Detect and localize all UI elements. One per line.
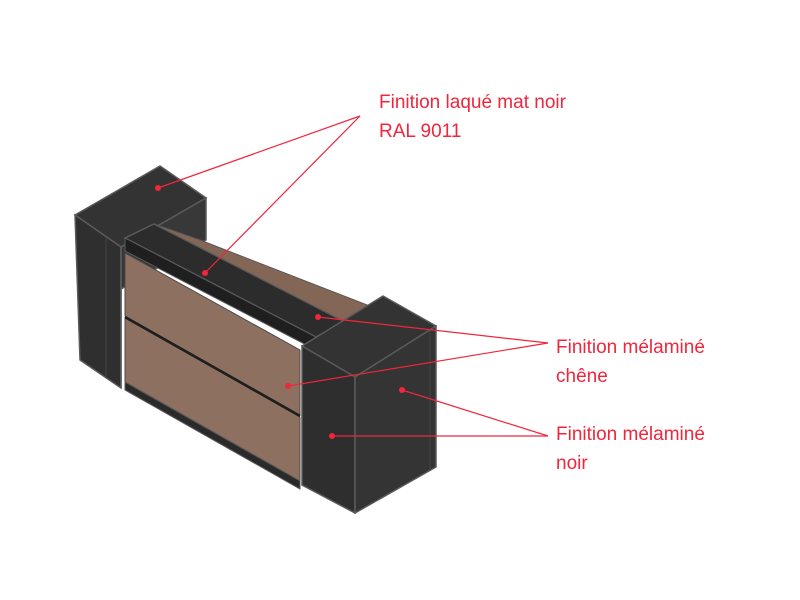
annotation-line: Finition laqué mat noir [379, 92, 566, 113]
leader-lines [157, 115, 549, 437]
dot-right-side [399, 387, 405, 393]
annotation-melamine-noir: Finition mélaminé noir [556, 420, 705, 478]
front-oak-panels [124, 252, 301, 490]
annotation-melamine-chene: Finition mélaminé chêne [556, 333, 705, 391]
leader-laque-1 [157, 115, 361, 189]
annotation-line: RAL 9011 [379, 121, 462, 142]
leader-dots [155, 185, 405, 439]
annotation-line: noir [556, 453, 588, 474]
leader-chene-1 [317, 316, 549, 344]
panel-joint [124, 315, 301, 418]
right-pedestal [300, 295, 438, 515]
plinth [124, 381, 301, 490]
leader-noir-1 [401, 389, 549, 437]
annotation-line: Finition mélaminé [556, 424, 705, 445]
leader-laque-2 [204, 115, 361, 274]
annotation-laque-mat-noir: Finition laqué mat noir RAL 9011 [379, 88, 566, 146]
annotation-line: Finition mélaminé [556, 337, 705, 358]
annotation-line: chêne [556, 366, 608, 387]
leader-chene-2 [287, 342, 549, 387]
dot-top-rail [202, 270, 208, 276]
dot-oak-front [285, 383, 291, 389]
right-pedestal-side [354, 324, 437, 515]
dot-right-front [329, 433, 335, 439]
dot-oak-top [315, 314, 321, 320]
dot-left-pedestal-top [155, 185, 161, 191]
